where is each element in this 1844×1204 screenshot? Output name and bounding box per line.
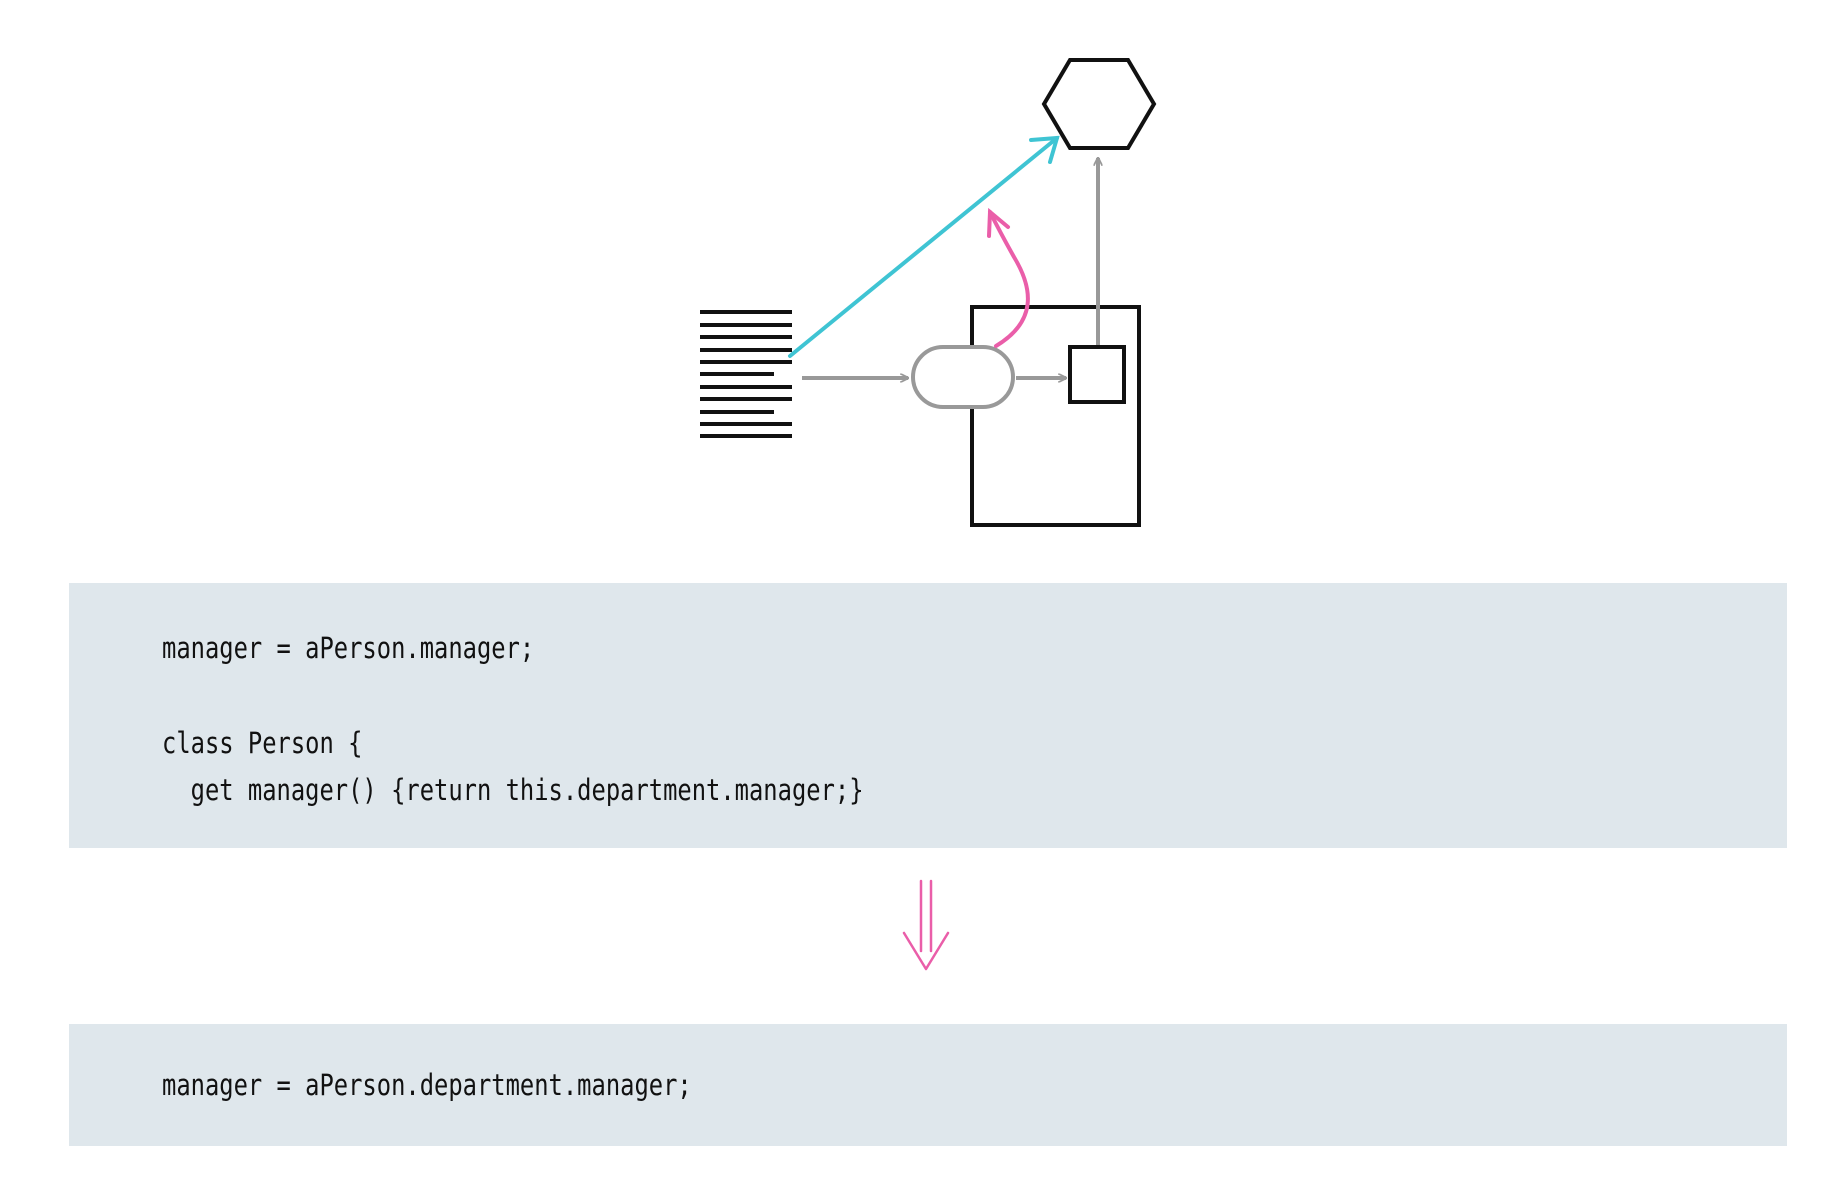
code-after-block: manager = aPerson.department.manager; <box>69 1024 1787 1146</box>
code-blank-line <box>162 672 1787 720</box>
remove-middle-man-arrow <box>987 207 1030 348</box>
server-class-box <box>970 305 1141 527</box>
code-line-class-declaration: class Person { <box>162 726 363 760</box>
code-line-after-call: manager = aPerson.department.manager; <box>162 1068 692 1102</box>
delegate-hexagon-icon <box>1041 58 1157 150</box>
delegate-method-oval <box>911 345 1015 409</box>
code-line-delegating-getter: get manager() {return this.department.ma… <box>162 773 864 807</box>
field-square-icon <box>1068 345 1126 404</box>
code-line-before-call: manager = aPerson.manager; <box>162 631 535 665</box>
double-down-arrow-icon <box>902 879 950 971</box>
refactoring-diagram <box>700 58 1157 527</box>
code-before-block: manager = aPerson.manager; class Person … <box>69 583 1787 848</box>
client-lines-icon <box>700 310 792 438</box>
direct-access-arrow <box>788 135 1060 358</box>
